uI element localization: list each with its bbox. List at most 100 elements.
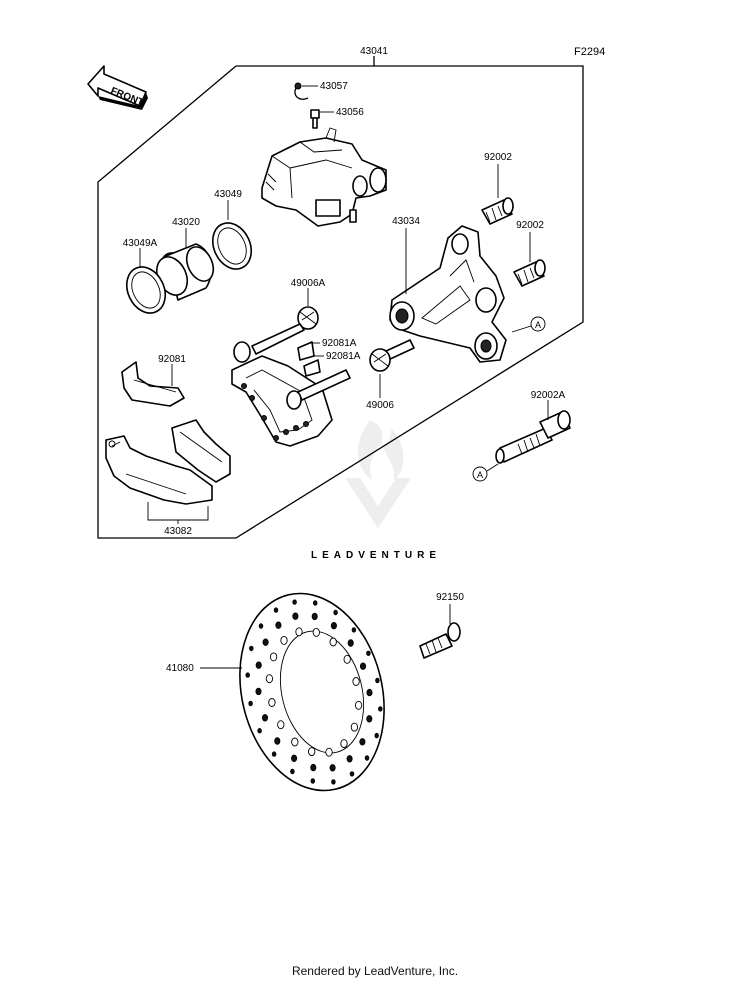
disc-vent-hole (291, 754, 298, 762)
disc-vent-hole (354, 700, 363, 710)
brake-disc-part (239, 592, 385, 792)
disc-vent-hole (308, 747, 316, 757)
watermark-logo (345, 420, 411, 528)
label-92002-mid: 92002 (516, 220, 544, 231)
ref-marker-a-lower (472, 466, 488, 482)
disc-bolt-part (419, 622, 461, 659)
disc-vent-hole (271, 751, 277, 757)
slide-pin-lower (286, 369, 351, 410)
disc-vent-hole (378, 706, 383, 712)
bracket-part (389, 225, 507, 363)
label-43041: 43041 (360, 46, 388, 57)
disc-vent-hole (255, 661, 262, 669)
label-49006: 49006 (366, 400, 394, 411)
boot-part (369, 339, 415, 372)
disc-vent-hole (292, 612, 299, 620)
assembly-outline (97, 56, 584, 539)
seal-part (211, 222, 253, 270)
disc-vent-hole (280, 635, 288, 645)
label-92150: 92150 (436, 592, 464, 603)
figure-code: F2294 (574, 46, 605, 58)
boot-a-part (297, 306, 319, 330)
disc-vent-hole (290, 768, 295, 775)
label-43049a: 43049A (123, 238, 158, 249)
disc-vent-hole (249, 645, 254, 652)
bolt-upper-part (481, 197, 514, 225)
slide-pin-left (233, 323, 305, 363)
disc-vent-hole (274, 737, 281, 745)
disc-vent-hole (352, 677, 360, 686)
seal-a-part (125, 266, 167, 314)
label-43049: 43049 (214, 189, 242, 200)
disc-vent-hole (245, 672, 250, 678)
disc-vent-hole (359, 738, 366, 746)
label-92081: 92081 (158, 354, 186, 365)
disc-vent-hole (312, 600, 318, 606)
disc-vent-hole (375, 677, 380, 684)
label-92002-upper: 92002 (484, 152, 512, 163)
disc-vent-hole (312, 627, 320, 637)
disc-vent-hole (269, 652, 278, 662)
disc-vent-hole (292, 599, 297, 605)
label-41080: 41080 (166, 663, 194, 674)
disc-vent-hole (343, 654, 351, 664)
disc-vent-hole (331, 779, 336, 785)
disc-vent-hole (257, 728, 262, 734)
disc-vent-hole (291, 737, 299, 747)
label-43034: 43034 (392, 216, 420, 227)
disc-vent-hole (268, 698, 276, 707)
disc-vent-hole (277, 720, 285, 730)
spring-a-part (297, 341, 321, 377)
disc-vent-hole (333, 609, 338, 616)
disc-vent-hole (340, 739, 348, 749)
disc-vent-hole (346, 755, 353, 763)
disc-vent-hole (265, 674, 274, 684)
watermark-text: LEADVENTURE (311, 550, 441, 561)
caliper-body (261, 127, 387, 227)
disc-vent-hole (349, 771, 355, 777)
disc-vent-hole (329, 637, 337, 647)
brake-pads-part (105, 419, 231, 505)
label-92081a-upper: 92081A (322, 338, 357, 349)
bolt-mid-part (513, 259, 546, 287)
disc-vent-hole (374, 732, 379, 739)
label-43056: 43056 (336, 107, 364, 118)
disc-vent-hole (325, 747, 333, 757)
label-43082: 43082 (164, 526, 192, 537)
disc-vent-hole (350, 722, 359, 732)
label-92002a: 92002A (531, 390, 566, 401)
ref-marker-label-lower: A (477, 470, 483, 480)
disc-vent-hole (248, 700, 253, 707)
disc-vent-hole (366, 715, 373, 723)
disc-vent-hole (311, 612, 318, 621)
caliper-holder-part (231, 355, 333, 447)
disc-vent-hole (359, 662, 367, 670)
disc-vent-hole (261, 714, 269, 722)
label-43020: 43020 (172, 217, 200, 228)
label-49006a: 49006A (291, 278, 326, 289)
footer-credit: Rendered by LeadVenture, Inc. (291, 964, 459, 978)
label-92081a-lower: 92081A (326, 351, 361, 362)
ref-marker-a-upper (530, 316, 546, 332)
clip-part (294, 87, 309, 100)
bleeder-part (310, 109, 320, 129)
disc-vent-hole (366, 650, 371, 656)
disc-vent-hole (329, 764, 336, 772)
disc-vent-hole (255, 687, 262, 696)
disc-vent-hole (258, 623, 264, 629)
disc-vent-hole (262, 638, 269, 646)
label-43057: 43057 (320, 81, 348, 92)
disc-vent-hole (310, 778, 316, 784)
disc-vent-hole (275, 621, 282, 629)
disc-vent-hole (273, 607, 279, 613)
disc-vent-hole (295, 627, 303, 637)
bolt-a-part (495, 410, 571, 464)
spring-part (121, 361, 185, 407)
disc-vent-hole (347, 639, 354, 647)
disc-vent-hole (310, 763, 317, 772)
disc-vent-hole (351, 627, 357, 633)
disc-vent-hole (330, 622, 337, 630)
disc-vent-hole (364, 755, 370, 761)
ref-marker-label-upper: A (535, 320, 541, 330)
